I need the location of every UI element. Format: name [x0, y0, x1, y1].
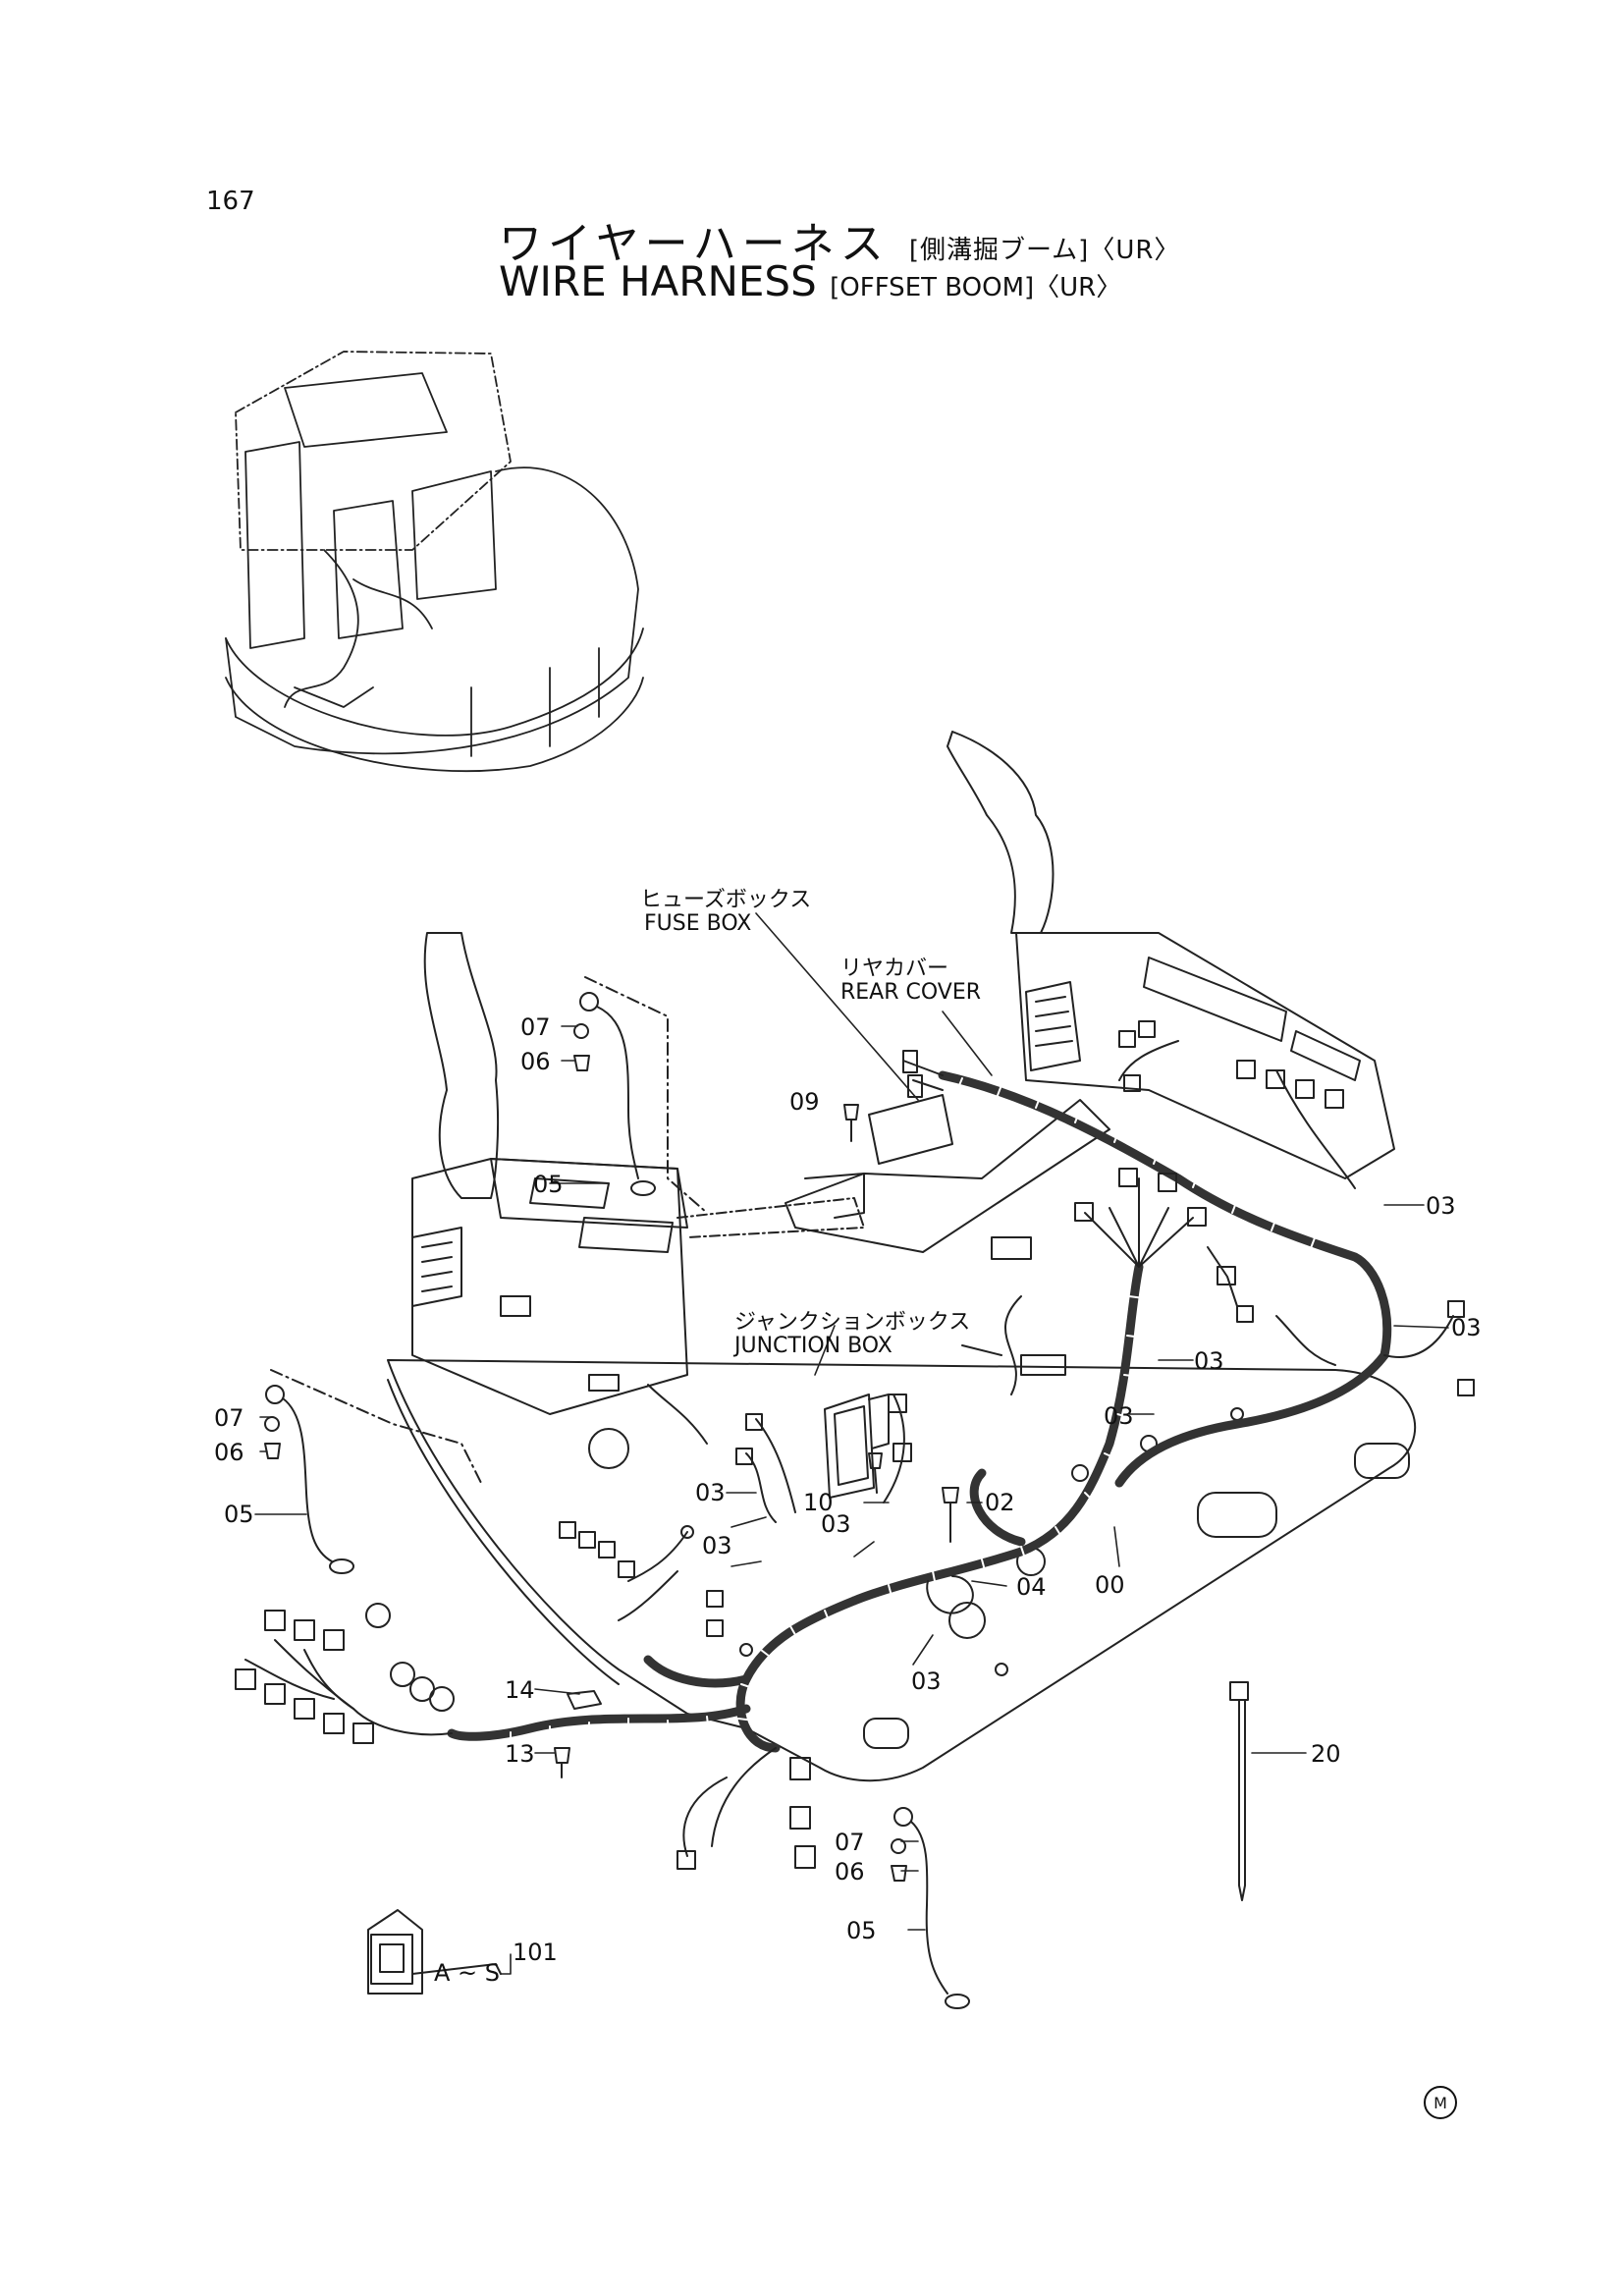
part-ref-06-left: 06 — [214, 1439, 244, 1466]
part-ref-05: 05 — [533, 1171, 564, 1198]
part-ref-05-left: 05 — [224, 1501, 254, 1528]
part-ref-101: 101 — [513, 1939, 558, 1966]
manual-kit-illustration — [367, 1909, 502, 1995]
branch-harnesses — [500, 1020, 1475, 1637]
right-control-console — [947, 731, 1395, 1179]
main-harness — [447, 1070, 1392, 1753]
part-ref-03-h: 03 — [911, 1667, 942, 1695]
kit-label: A ~ S — [434, 1959, 501, 1987]
part-ref-04: 04 — [1016, 1573, 1047, 1601]
m-mark: M — [1424, 2086, 1457, 2119]
cable-tie — [1229, 1681, 1249, 1901]
part-ref-03-b: 03 — [1451, 1314, 1482, 1341]
left-control-console — [411, 932, 688, 1469]
leader-lines — [254, 912, 1449, 1975]
part-ref-06-bottom: 06 — [835, 1858, 865, 1886]
part-ref-07: 07 — [520, 1013, 551, 1041]
part-ref-03-a: 03 — [1426, 1192, 1456, 1220]
junction-box-label-en: JUNCTION BOX — [734, 1334, 893, 1358]
part-ref-20: 20 — [1311, 1740, 1341, 1768]
part-ref-05-bottom: 05 — [846, 1917, 877, 1944]
page-number: 167 — [206, 187, 255, 216]
title-en-main: WIRE HARNESS — [499, 257, 817, 305]
part-ref-03-c: 03 — [1194, 1347, 1224, 1375]
part-ref-02: 02 — [985, 1489, 1015, 1516]
part-ref-06: 06 — [520, 1048, 551, 1075]
fasteners — [554, 1104, 974, 1778]
part-ref-07-bottom: 07 — [835, 1829, 865, 1856]
title-japanese: ワイヤーハーネス [側溝掘ブーム]〈UR〉 — [499, 208, 1180, 271]
part-ref-03-d: 03 — [1104, 1402, 1134, 1430]
part-ref-07-left: 07 — [214, 1404, 244, 1432]
part-ref-10: 10 — [803, 1489, 834, 1516]
junction-box — [824, 1394, 890, 1499]
lower-left-harness — [235, 1603, 816, 1870]
part-ref-00: 00 — [1095, 1571, 1125, 1599]
fuse-box-and-rear-cover — [676, 1094, 1110, 1253]
part-ref-03-e: 03 — [695, 1479, 726, 1506]
part-ref-03-g: 03 — [702, 1532, 732, 1559]
earth-cables — [264, 976, 970, 2009]
machine-overview-illustration — [225, 351, 644, 772]
rear-cover-label-en: REAR COVER — [840, 980, 982, 1005]
part-ref-09: 09 — [789, 1088, 820, 1116]
part-ref-03-f: 03 — [821, 1510, 851, 1538]
title-ja-main: ワイヤーハーネス — [499, 219, 890, 269]
part-ref-13: 13 — [505, 1740, 535, 1768]
harness-braid-ticks — [510, 1077, 1317, 1747]
rear-cover-label-ja: リヤカバー — [840, 957, 949, 981]
part-ref-14: 14 — [505, 1676, 535, 1704]
title-en-sub: [OFFSET BOOM]〈UR〉 — [830, 273, 1122, 302]
fuse-box-label-ja: ヒューズボックス — [640, 888, 812, 912]
fuse-box-label-en: FUSE BOX — [644, 911, 752, 936]
junction-box-label-ja: ジャンクションボックス — [734, 1310, 971, 1335]
title-ja-sub: [側溝掘ブーム]〈UR〉 — [908, 236, 1181, 265]
title-english: WIRE HARNESS [OFFSET BOOM]〈UR〉 — [499, 257, 1121, 305]
